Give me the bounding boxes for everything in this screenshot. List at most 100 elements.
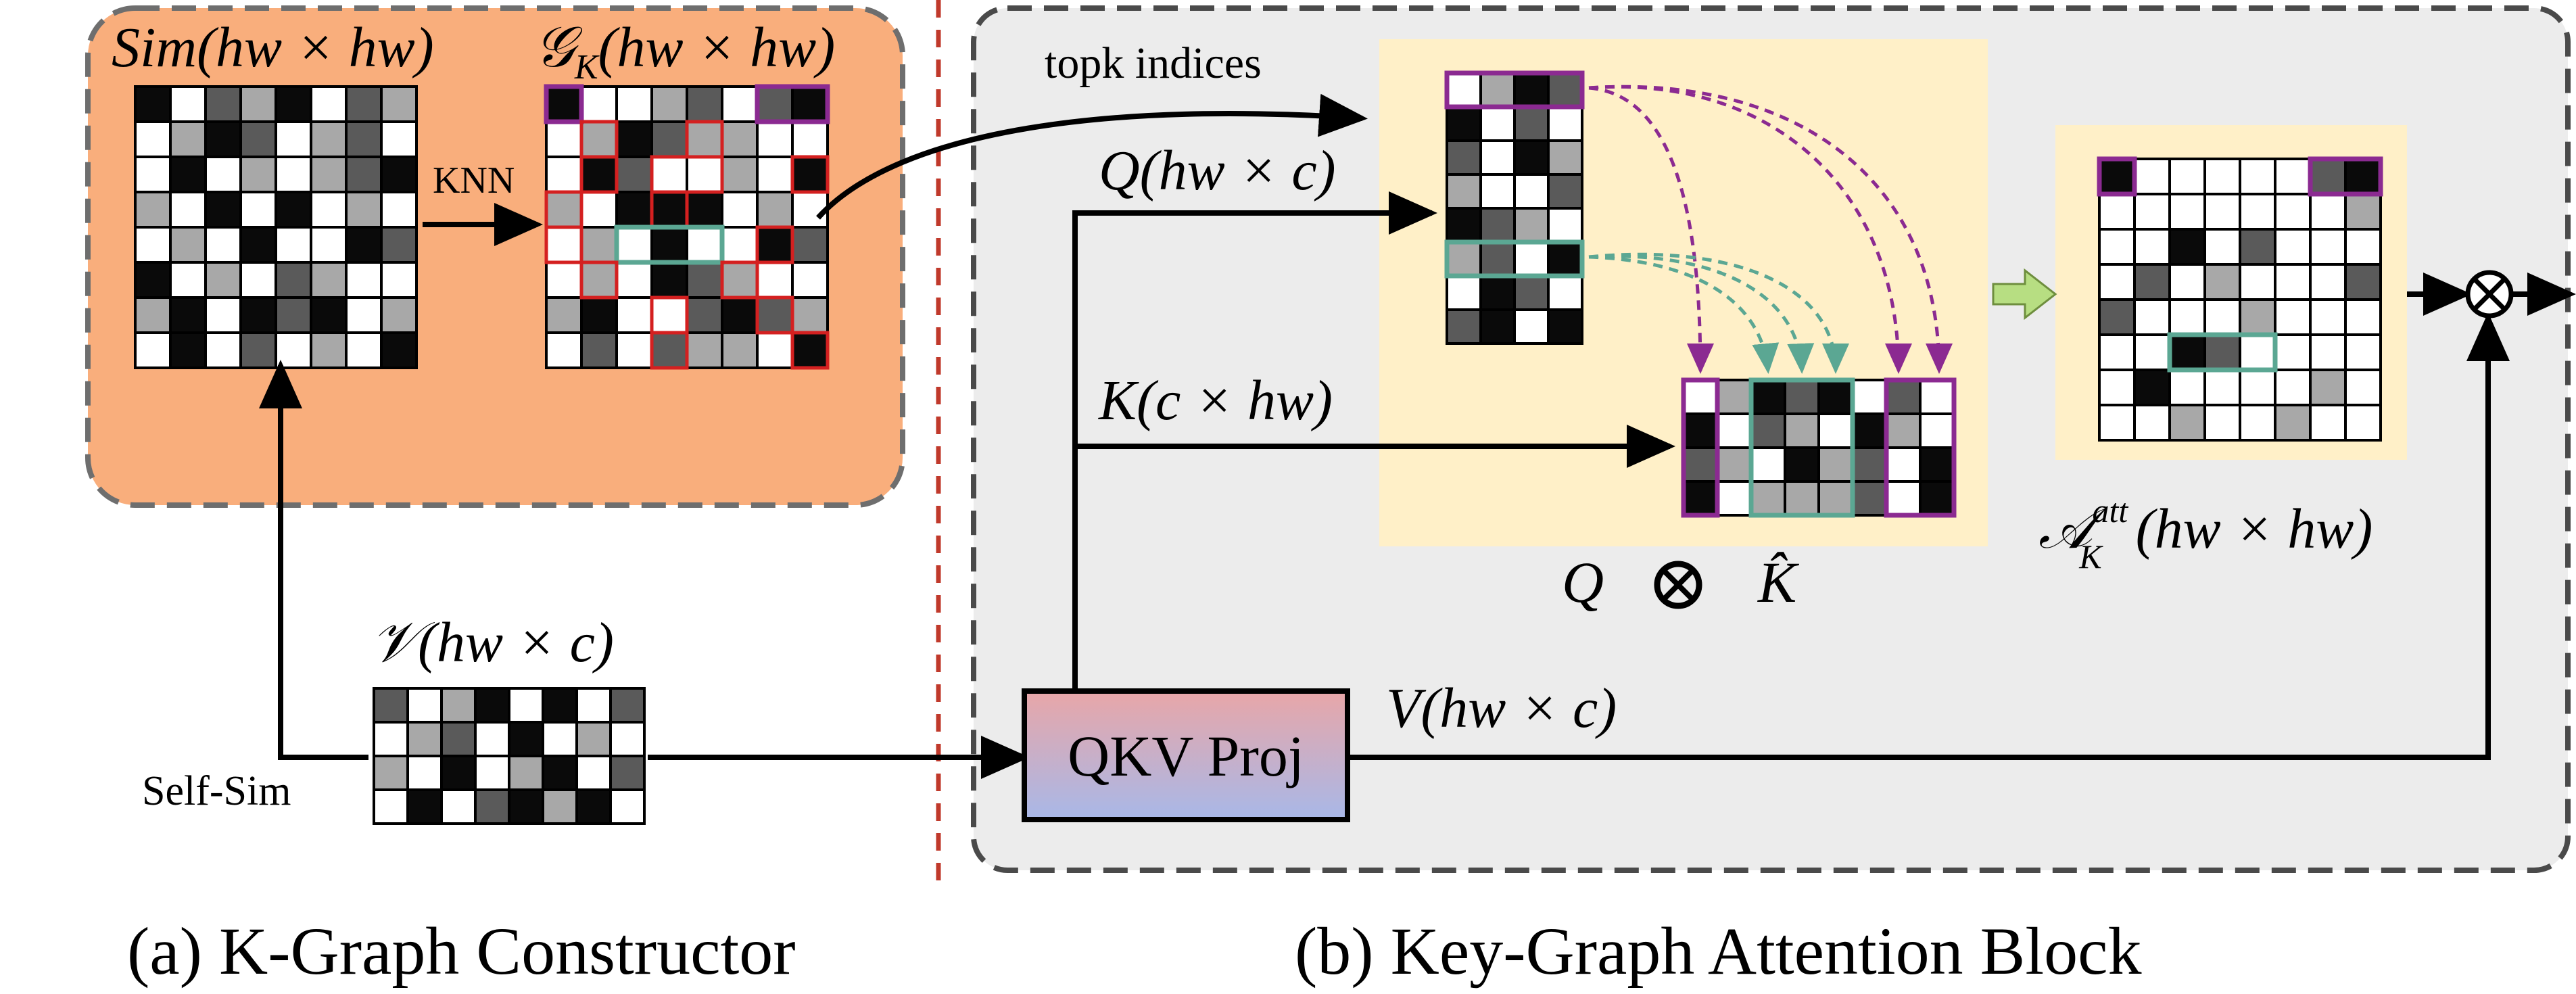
- gk-highlight: [579, 155, 619, 194]
- q-cell: [1547, 139, 1583, 176]
- att-cell: [2274, 263, 2312, 301]
- q-cell: [1446, 275, 1482, 311]
- sim-cell: [239, 296, 277, 334]
- att-label-dims: (hw × hw): [2136, 498, 2373, 561]
- sim-cell: [134, 85, 172, 123]
- sim-cell: [204, 261, 242, 299]
- v-cell: [373, 721, 409, 757]
- khat-cell: [1682, 379, 1719, 415]
- gk-cell: [756, 85, 794, 123]
- gk-cell: [650, 191, 688, 229]
- sim-cell: [345, 261, 383, 299]
- gk-cell: [545, 331, 583, 369]
- sim-cell: [310, 120, 348, 158]
- sim-cell: [275, 120, 312, 158]
- knn-label: KNN: [433, 160, 515, 202]
- sim-cell: [239, 331, 277, 369]
- sim-cell: [310, 296, 348, 334]
- topk-arrow: [816, 93, 1368, 220]
- sim-cell: [169, 226, 207, 264]
- q-cell: [1547, 275, 1583, 311]
- q-cell: [1479, 207, 1516, 243]
- multiply-operator-icon: [2465, 270, 2514, 318]
- sim-cell: [204, 120, 242, 158]
- gk-cell: [756, 120, 794, 158]
- sim-cell: [239, 120, 277, 158]
- q-cell: [1513, 72, 1550, 108]
- att-cell: [2168, 158, 2206, 195]
- gk-cell: [756, 156, 794, 193]
- gk-highlight: [544, 84, 584, 124]
- q-cell: [1479, 275, 1516, 311]
- gk-cell: [650, 226, 688, 264]
- gk-cell: [580, 226, 618, 264]
- sim-cell: [345, 120, 383, 158]
- khat-cell: [1817, 379, 1854, 415]
- v-cell: [406, 755, 443, 791]
- v-label-a-dims: (hw × c): [418, 611, 614, 674]
- khat-cell: [1716, 412, 1752, 449]
- sim-cell: [275, 261, 312, 299]
- teal-curve-2: [1588, 254, 1815, 374]
- sim-cell: [380, 331, 418, 369]
- khat-cell: [1885, 379, 1922, 415]
- q-cell: [1446, 241, 1482, 277]
- gk-cell: [791, 191, 829, 229]
- att-cell: [2239, 298, 2276, 336]
- gk-cell: [615, 261, 653, 299]
- sim-cell: [310, 156, 348, 193]
- v-label-b: V(hw × c): [1386, 677, 1617, 740]
- sim-cell: [380, 261, 418, 299]
- att-cell: [2098, 193, 2136, 231]
- k-label-main: K: [1098, 369, 1139, 432]
- gk-cell: [791, 261, 829, 299]
- gk-cell: [650, 156, 688, 193]
- v-label-b-dims: (hw × c): [1421, 677, 1617, 740]
- att-cell: [2239, 369, 2276, 406]
- sim-cell: [134, 156, 172, 193]
- q-label-main: Q: [1099, 139, 1140, 202]
- gk-cell: [580, 296, 618, 334]
- gk-cell: [791, 331, 829, 369]
- sim-cell: [275, 85, 312, 123]
- sim-cell: [345, 156, 383, 193]
- khat-cell: [1919, 446, 1955, 483]
- v-cell: [474, 755, 510, 791]
- att-highlight: [2308, 156, 2383, 197]
- att-cell: [2274, 333, 2312, 371]
- att-cell: [2133, 228, 2171, 266]
- sim-label: Sim(hw × hw): [112, 16, 434, 79]
- q-cell: [1513, 105, 1550, 142]
- att-cell: [2168, 298, 2206, 336]
- v-cell: [542, 721, 578, 757]
- khat-cell: [1784, 446, 1820, 483]
- gk-cell: [791, 226, 829, 264]
- gk-cell: [615, 85, 653, 123]
- caption-b: (b) Key-Graph Attention Block: [1295, 914, 2142, 989]
- gk-highlight: [755, 84, 830, 124]
- attention-matrix: [2097, 156, 2383, 442]
- att-cell: [2239, 158, 2276, 195]
- query-matrix: [1444, 70, 1585, 345]
- q-cell: [1446, 308, 1482, 345]
- gk-cell: [721, 85, 759, 123]
- gk-cell: [686, 85, 723, 123]
- gk-cell: [686, 226, 723, 264]
- gk-cell: [580, 120, 618, 158]
- att-cell: [2203, 158, 2241, 195]
- v-cell: [609, 788, 646, 825]
- teal-curve-3: [1588, 252, 1849, 374]
- gk-highlight: [720, 260, 759, 300]
- sim-cell: [134, 226, 172, 264]
- v-cell: [440, 788, 477, 825]
- sim-cell: [134, 331, 172, 369]
- gk-highlight: [579, 260, 619, 300]
- k-graph-matrix: [544, 84, 830, 370]
- qkv-proj-label: QKV Proj: [1068, 724, 1304, 788]
- att-cell: [2133, 263, 2171, 301]
- att-cell: [2203, 298, 2241, 336]
- sim-cell: [275, 156, 312, 193]
- sim-cell: [169, 261, 207, 299]
- khat-cell: [1851, 480, 1888, 517]
- sim-cell: [380, 191, 418, 229]
